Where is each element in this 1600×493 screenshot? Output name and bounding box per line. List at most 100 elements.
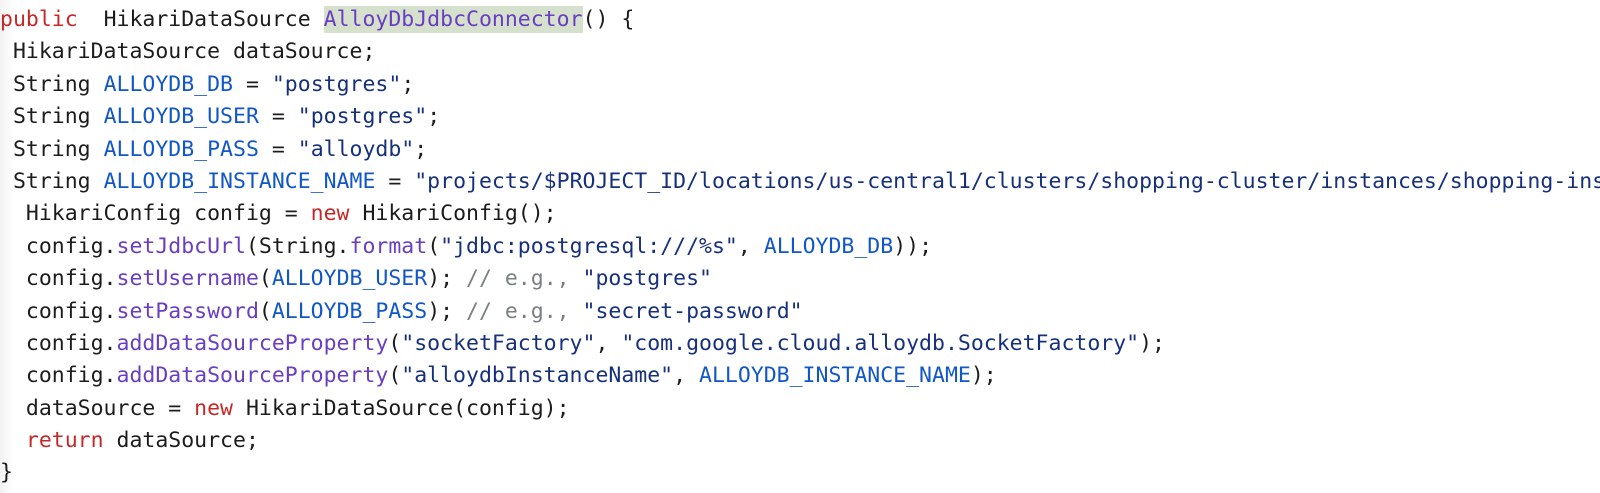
code-token-string: "com.google.cloud.alloydb.SocketFactory"	[621, 330, 1140, 356]
code-indent	[0, 104, 13, 129]
code-token-plain: =	[233, 71, 272, 97]
code-token-method: setUsername	[116, 266, 259, 292]
code-token-plain: config.	[25, 233, 117, 259]
code-line[interactable]: dataSource = new HikariDataSource(config…	[0, 393, 1600, 425]
code-token-plain: =	[375, 168, 415, 194]
code-token-plain: ,	[673, 363, 699, 389]
code-token-comment: // e.g.,	[466, 266, 583, 292]
code-line[interactable]: HikariDataSource dataSource;	[0, 36, 1600, 68]
code-token-constant: ALLOYDB_PASS	[271, 298, 428, 324]
code-token-plain: HikariConfig();	[349, 201, 557, 227]
code-token-plain: String	[12, 136, 104, 162]
code-token-plain: dataSource =	[25, 395, 195, 421]
code-token-plain: () {	[582, 7, 635, 32]
code-line[interactable]: String ALLOYDB_USER = "postgres";	[0, 101, 1600, 133]
code-token-plain: config.	[25, 266, 117, 292]
code-indent	[0, 331, 26, 356]
code-indent	[0, 137, 13, 162]
code-token-string: "alloydbInstanceName"	[401, 363, 674, 389]
code-lines-container: public HikariDataSource AlloyDbJdbcConne…	[0, 4, 1600, 490]
code-token-plain: String	[12, 104, 104, 130]
code-token-keyword: public	[0, 7, 78, 32]
code-line[interactable]: HikariConfig config = new HikariConfig()…	[0, 198, 1600, 230]
code-token-plain: (	[427, 233, 441, 259]
code-indent	[0, 266, 26, 291]
code-line[interactable]: String ALLOYDB_PASS = "alloydb";	[0, 134, 1600, 166]
code-token-method: setJdbcUrl	[116, 233, 246, 259]
code-token-highlight: AlloyDbJdbcConnector	[323, 6, 583, 33]
code-token-method: addDataSourceProperty	[116, 363, 389, 389]
code-token-constant: ALLOYDB_USER	[103, 104, 259, 130]
code-token-method: addDataSourceProperty	[116, 330, 389, 356]
code-line[interactable]: config.addDataSourceProperty("socketFact…	[0, 328, 1600, 360]
code-indent	[0, 72, 13, 97]
code-indent	[0, 428, 26, 453]
code-token-method: setPassword	[116, 298, 259, 324]
code-token-plain: }	[0, 460, 13, 486]
code-token-plain: (String.	[245, 233, 350, 259]
code-token-plain: ));	[893, 233, 933, 259]
code-token-constant: ALLOYDB_DB	[763, 233, 894, 259]
code-token-plain: String	[12, 168, 104, 194]
code-token-plain: );	[970, 363, 997, 389]
code-line[interactable]: return dataSource;	[0, 425, 1600, 457]
code-token-string: "alloydb"	[297, 136, 415, 162]
code-indent	[0, 396, 26, 421]
code-line[interactable]: public HikariDataSource AlloyDbJdbcConne…	[0, 4, 1600, 36]
code-indent	[0, 234, 26, 259]
code-token-string: "postgres"	[297, 104, 428, 130]
code-token-string: "jdbc:postgresql:///%s"	[440, 233, 738, 259]
code-indent	[0, 363, 26, 388]
code-token-string: "projects/$PROJECT_ID/locations/us-centr…	[414, 168, 1600, 194]
code-token-constant: ALLOYDB_PASS	[103, 136, 259, 162]
code-indent	[0, 39, 13, 64]
code-token-plain: ,	[737, 233, 764, 259]
code-token-plain	[78, 7, 104, 32]
code-line[interactable]: config.setUsername(ALLOYDB_USER); // e.g…	[0, 263, 1600, 295]
code-indent	[0, 169, 13, 194]
code-line[interactable]: String ALLOYDB_INSTANCE_NAME = "projects…	[0, 166, 1600, 198]
code-token-plain: HikariConfig config =	[25, 201, 311, 227]
code-token-plain: );	[1139, 330, 1165, 356]
code-token-keyword: new	[310, 201, 350, 227]
code-indent	[0, 201, 26, 226]
code-indent	[0, 299, 26, 324]
code-token-plain: (	[258, 298, 272, 324]
code-token-plain: =	[258, 104, 298, 130]
code-token-plain: );	[427, 298, 467, 324]
code-token-plain: ;	[427, 104, 441, 130]
code-line[interactable]: config.setJdbcUrl(String.format("jdbc:po…	[0, 231, 1600, 263]
code-token-plain: (	[388, 363, 402, 389]
code-token-plain: dataSource;	[103, 428, 259, 454]
code-line[interactable]: String ALLOYDB_DB = "postgres";	[0, 69, 1600, 101]
code-token-string: "secret-password"	[582, 298, 803, 324]
code-token-string: "postgres"	[582, 266, 712, 292]
code-token-plain: config.	[25, 363, 117, 389]
code-token-plain: (	[258, 266, 272, 292]
code-token-plain: config.	[25, 298, 117, 324]
code-token-plain: (	[388, 330, 402, 356]
code-token-constant: ALLOYDB_DB	[103, 71, 234, 97]
code-line[interactable]: config.addDataSourceProperty("alloydbIns…	[0, 360, 1600, 392]
code-token-plain: ;	[414, 136, 428, 162]
code-token-plain: config.	[25, 330, 117, 356]
code-token-keyword: new	[194, 395, 234, 421]
code-token-plain: =	[258, 136, 298, 162]
code-token-constant: ALLOYDB_USER	[271, 266, 428, 292]
code-token-plain: HikariDataSource(config);	[233, 395, 570, 421]
code-token-constant: ALLOYDB_INSTANCE_NAME	[103, 168, 376, 194]
code-token-comment: // e.g.,	[466, 298, 583, 324]
code-line[interactable]: }	[0, 457, 1600, 489]
code-token-plain: HikariDataSource dataSource;	[12, 39, 376, 65]
code-token-string: "socketFactory"	[401, 330, 596, 356]
code-token-keyword: return	[25, 428, 104, 454]
code-token-string: "postgres"	[271, 71, 402, 97]
code-token-method: format	[349, 233, 428, 259]
code-token-plain: ;	[401, 71, 415, 97]
code-token-constant: ALLOYDB_INSTANCE_NAME	[699, 363, 971, 389]
code-token-plain: HikariDataSource	[103, 7, 324, 32]
code-token-plain: String	[12, 71, 104, 97]
code-line[interactable]: config.setPassword(ALLOYDB_PASS); // e.g…	[0, 296, 1600, 328]
code-token-plain: );	[427, 266, 467, 292]
